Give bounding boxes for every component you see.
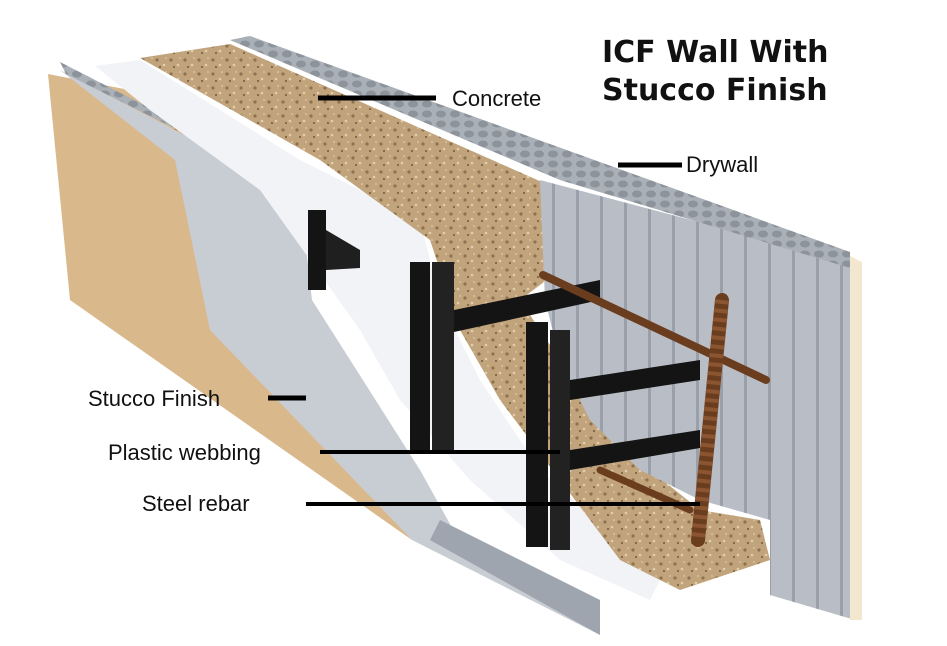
drywall-layer (850, 256, 862, 620)
steel-rebar-label: Steel rebar (142, 491, 250, 516)
drywall-label: Drywall (686, 152, 759, 177)
interior-foam-panel (230, 36, 855, 620)
stucco-finish-label: Stucco Finish (88, 386, 221, 411)
concrete-label: Concrete (452, 86, 542, 111)
leader-lines (268, 95, 700, 506)
title-line-2: Stucco Finish (602, 73, 828, 108)
diagram-title: ICF Wall With Stucco Finish (602, 34, 902, 110)
title-line-1: ICF Wall With (602, 35, 829, 70)
plastic-webbing (308, 210, 700, 550)
plastic-webbing-label: Plastic webbing (108, 440, 261, 465)
foam-cut-section (95, 60, 660, 600)
